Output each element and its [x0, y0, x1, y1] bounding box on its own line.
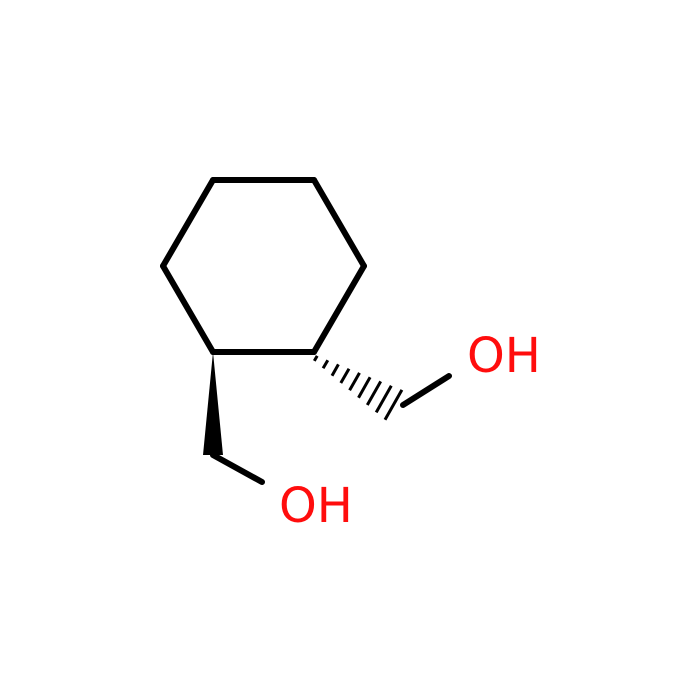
hydroxyl-label-1: OH [467, 328, 541, 384]
ring-bond-2 [311, 177, 367, 269]
ring-bond-3 [311, 263, 367, 355]
cyclohexane-ring [160, 177, 367, 355]
ring-bond-6 [160, 177, 216, 269]
bond-ch2-o2 [210, 452, 265, 485]
ring-bond-5 [160, 263, 216, 355]
hashed-wedge-bond [313, 355, 404, 421]
solid-wedge-bond [203, 352, 223, 455]
bond-ch2-o1 [400, 373, 452, 408]
hydroxyl-label-2: OH [279, 478, 353, 534]
